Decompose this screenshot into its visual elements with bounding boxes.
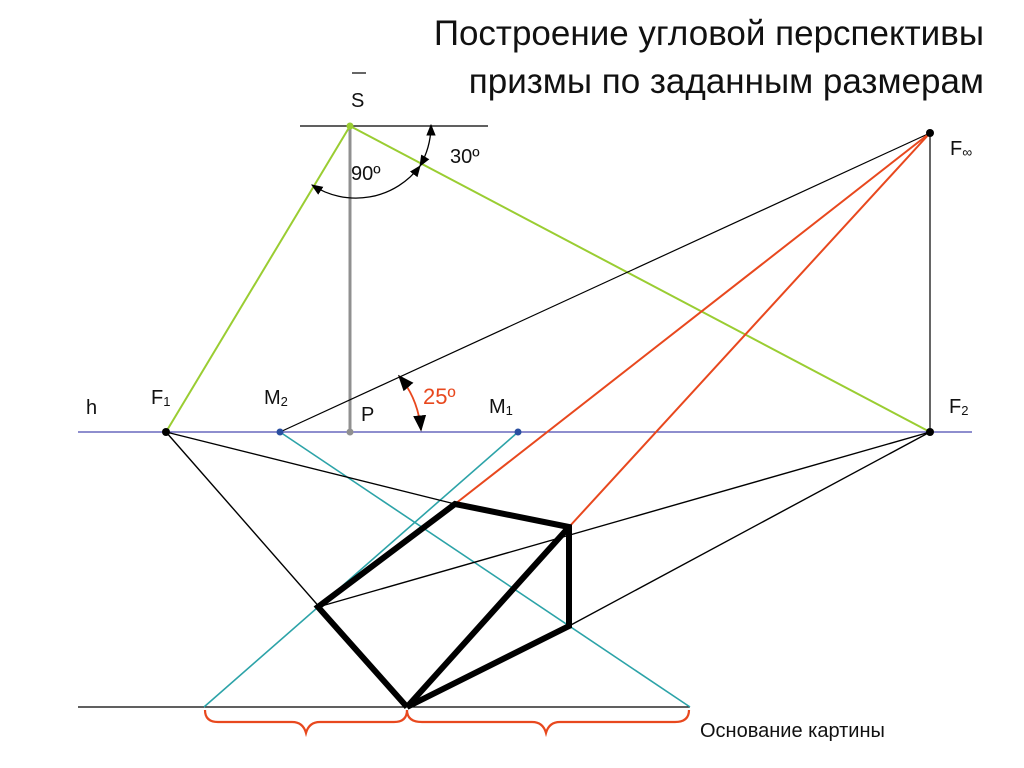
- green-s-f2: [349, 125, 931, 433]
- point-m1: [514, 428, 522, 436]
- prism-outline: [313, 500, 572, 710]
- point-f1: [162, 428, 170, 436]
- point-p: [346, 428, 354, 436]
- label-angle-30: 30º: [450, 146, 480, 168]
- line-f2-right: [568, 431, 931, 627]
- label-angle-25: 25º: [423, 384, 456, 409]
- point-f-inf: [926, 129, 934, 137]
- point-m2: [276, 428, 284, 436]
- label-m1: M1: [489, 396, 513, 418]
- point-f2: [926, 428, 934, 436]
- label-m2: M2: [264, 387, 288, 409]
- diagram-title: Построение угловой перспективы призмы по…: [434, 10, 984, 106]
- red-line-1: [454, 132, 931, 505]
- green-s-f1: [165, 125, 351, 433]
- label-f1: F1: [151, 387, 170, 409]
- label-f-inf: F∞: [950, 138, 972, 160]
- arc-30: [419, 123, 436, 168]
- title-line-2: призмы по заданным размерам: [468, 62, 984, 101]
- label-s: S: [351, 90, 364, 112]
- line-f1-top: [165, 431, 456, 505]
- line-f2-top: [317, 431, 931, 608]
- brace-right: [405, 709, 691, 738]
- point-s: [346, 122, 354, 130]
- title-line-1: Построение угловой перспективы: [433, 14, 984, 53]
- teal-m1-base: [203, 431, 519, 708]
- label-picture-base: Основание картины: [700, 720, 885, 742]
- label-f2: F2: [949, 396, 968, 418]
- arc-90: [311, 165, 421, 199]
- red-line-2: [568, 132, 931, 528]
- arc-25: [397, 374, 427, 432]
- label-h: h: [86, 397, 97, 419]
- brace-left: [203, 709, 409, 738]
- line-m2-finf: [279, 132, 931, 433]
- label-p: P: [361, 404, 374, 426]
- label-angle-90: 90º: [351, 163, 381, 185]
